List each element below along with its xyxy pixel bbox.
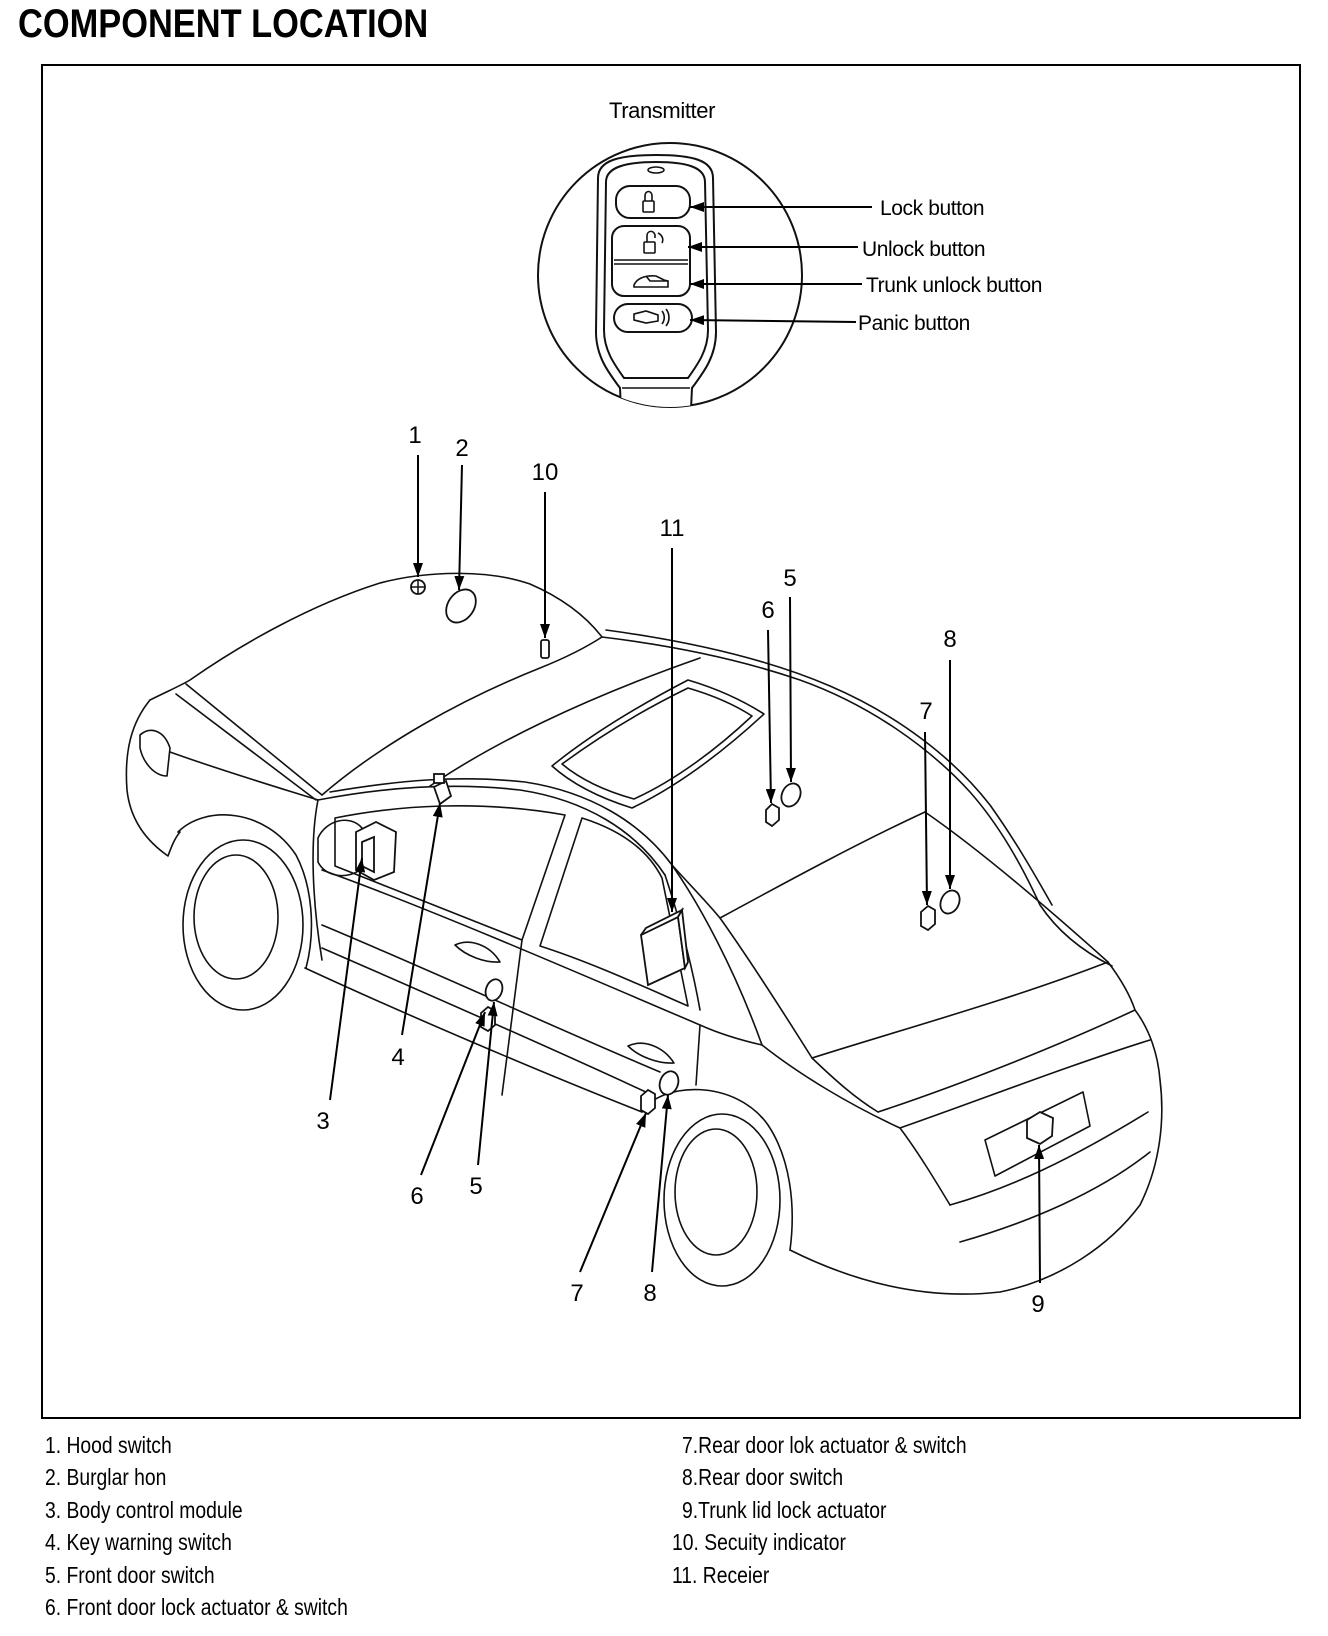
legend-item: 9.Trunk lid lock actuator [682,1497,887,1523]
unlock-trunk-button-group [611,225,691,297]
security-indicator-marker [540,639,550,659]
legend-item: 7.Rear door lok actuator & switch [682,1432,967,1458]
leader-8 [651,1094,672,1273]
leader-5 [477,1001,498,1166]
unlock-button-label: Unlock button [862,238,985,261]
front-door-switch-marker-top [780,782,802,808]
trunk-icon [633,275,669,288]
body-control-module-marker [355,820,397,881]
callout-number: 2 [455,435,468,462]
rear-door-switch-marker-top [939,889,961,915]
legend-item: 11. Receier [672,1562,770,1588]
trunk-unlock-button-label: Trunk unlock button [866,274,1042,297]
callout-number: 5 [783,565,796,592]
transmitter-inset: Transmitter [537,98,1042,408]
component-diagram: Transmitter [41,64,1301,1419]
callout-number: 7 [570,1280,583,1307]
key-warning-switch-marker [432,773,453,806]
rear-door-switch-marker [658,1070,680,1096]
horn-icon [633,308,670,327]
lock-icon [642,190,655,213]
legend-item: 5. Front door switch [45,1562,215,1588]
transmitter-label: Transmitter [609,98,715,123]
rear-door-lock-actuator-marker-top [920,904,936,932]
panic-button-label: Panic button [858,312,970,335]
callout-number: 8 [643,1280,656,1307]
legend-item: 3. Body control module [45,1497,243,1523]
leader-5-top [785,596,796,783]
burglar-horn-marker [445,588,477,624]
callout-number: 1 [408,422,421,449]
leader-6 [420,1011,486,1176]
led-indicator [647,166,665,174]
callout-number: 6 [410,1183,423,1210]
panic-button-leader [689,315,857,326]
receiver-marker [640,907,689,987]
leader-7-top [921,731,932,906]
front-door-lock-actuator-marker-top [765,802,780,828]
callout-number: 6 [761,597,774,624]
leader-9 [1034,1144,1045,1284]
callout-number: 4 [391,1044,404,1071]
leader-2 [454,464,465,591]
leader-4 [401,802,443,1036]
panic-button [613,303,693,333]
page-title: COMPONENT LOCATION [18,2,429,46]
callout-number: 9 [1031,1291,1044,1318]
legend-item: 6. Front door lock actuator & switch [45,1594,348,1620]
legend-item: 2. Burglar hon [45,1464,167,1490]
callout-number: 8 [943,626,956,653]
legend-item: 4. Key warning switch [45,1529,232,1555]
lock-button [615,185,691,219]
callout-number: 11 [660,515,685,542]
hood-switch-marker [410,579,426,595]
callout-number: 5 [469,1173,482,1200]
leader-7 [579,1112,647,1273]
diagram-frame [41,64,1301,1419]
callout-number: 10 [532,459,559,486]
front-door-switch-marker [484,978,504,1002]
lock-button-label: Lock button [880,197,984,220]
trunk-lid-lock-actuator-marker [1026,1110,1054,1146]
legend-item: 1. Hood switch [45,1432,172,1458]
legend-item: 8.Rear door switch [682,1464,844,1490]
leader-3 [329,857,366,1101]
callout-number: 3 [316,1108,329,1135]
rear-door-lock-actuator-marker [640,1088,656,1116]
callout-number: 7 [919,698,932,725]
key-fob [594,153,718,407]
unlock-icon [643,230,664,254]
legend-item: 10. Secuity indicator [672,1529,846,1555]
leader-6-top [765,629,776,804]
